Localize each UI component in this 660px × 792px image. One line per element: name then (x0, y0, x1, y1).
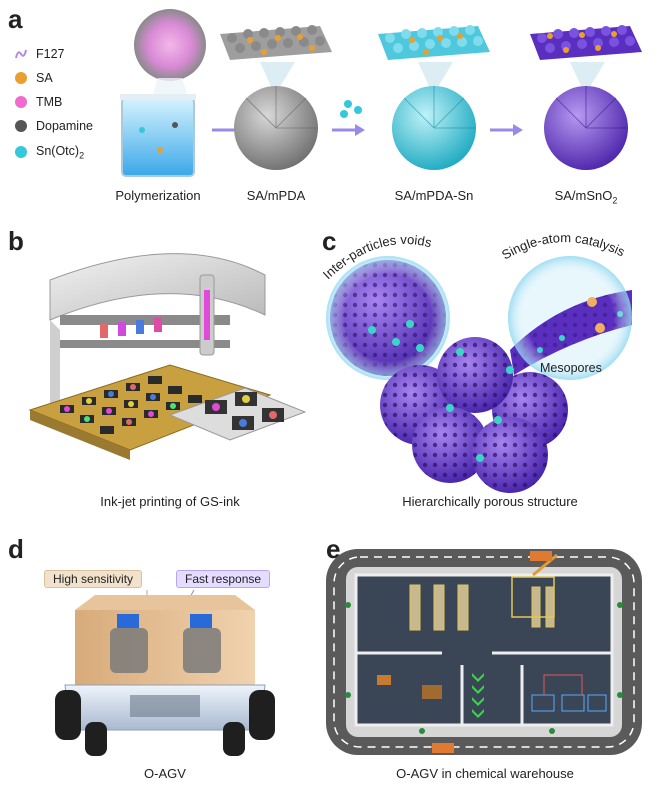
f127-chain-icon (15, 49, 27, 59)
panel-label-c: c (322, 226, 337, 256)
callout-mesopores: Mesopores (540, 361, 602, 375)
robot-arm (511, 553, 558, 618)
sensor-array (60, 376, 202, 434)
synthesis-scheme (120, 9, 642, 177)
warehouse-floor (356, 575, 612, 725)
lab-room (377, 675, 442, 699)
sphere-cluster (380, 337, 568, 493)
caption-b: Ink-jet printing of GS-ink (100, 494, 240, 509)
legend-item-f127: F127 (14, 44, 65, 64)
agv-path-markers (472, 673, 484, 718)
panel-label-e: e (326, 534, 341, 564)
legend: F127 SA TMB Dopamine Sn(Otc)2 (14, 44, 104, 164)
porous-structure-illustration: Inter-particles voids Single-atom cataly… (320, 230, 632, 493)
inkjet-printer-illustration (28, 253, 307, 460)
tmb-dot-icon (15, 96, 27, 108)
caption-c: Hierarchically porous structure (402, 494, 578, 509)
panel-label-d: d (8, 534, 24, 564)
agv-vehicle (432, 743, 454, 753)
single-atom-zoom-bubble (508, 256, 632, 380)
step-label-polymerization: Polymerization (115, 188, 201, 203)
sa-mpda-sn-particle (378, 25, 490, 170)
gas-bottle-right (183, 614, 221, 673)
sa-mpda-particle (220, 25, 332, 170)
legend-item-dopamine: Dopamine (14, 116, 93, 136)
caption-e: O-AGV in chemical warehouse (396, 766, 574, 781)
step-label-sa-mpda-sn: SA/mPDA-Sn (394, 188, 474, 203)
panel-label-a: a (8, 4, 23, 34)
gas-bottle-left (110, 614, 148, 673)
micelle-sphere (134, 9, 206, 81)
ink-vials (100, 318, 162, 338)
beaker-icon (120, 94, 196, 177)
caption-d: O-AGV (144, 766, 186, 781)
step-label-sa-mpda: SA/mPDA (246, 188, 306, 203)
tag-fast-response: Fast response (176, 570, 271, 588)
legend-item-sa: SA (14, 68, 53, 88)
warehouse-map-illustration (326, 549, 642, 755)
chemical-station (531, 674, 607, 712)
panel-label-b: b (8, 226, 24, 256)
oagv-vehicle-illustration (55, 590, 275, 756)
sensor-chip-card (168, 387, 307, 441)
agv-vehicle (530, 551, 552, 561)
sn-dot-icon (15, 146, 27, 158)
storage-shelves (409, 584, 555, 631)
sa-dot-icon (15, 72, 27, 84)
sa-msno2-particle (530, 25, 642, 170)
step-label-sa-msno2: SA/mSnO2 (554, 188, 618, 206)
wheels (55, 690, 275, 756)
process-arrow (332, 124, 365, 136)
voids-zoom-bubble (326, 256, 450, 380)
tag-high-sensitivity: High sensitivity (44, 570, 143, 588)
process-arrow (490, 124, 523, 136)
legend-item-tmb: TMB (14, 92, 62, 112)
dopamine-dot-icon (15, 120, 27, 132)
legend-item-sn: Sn(Otc)2 (14, 142, 84, 162)
